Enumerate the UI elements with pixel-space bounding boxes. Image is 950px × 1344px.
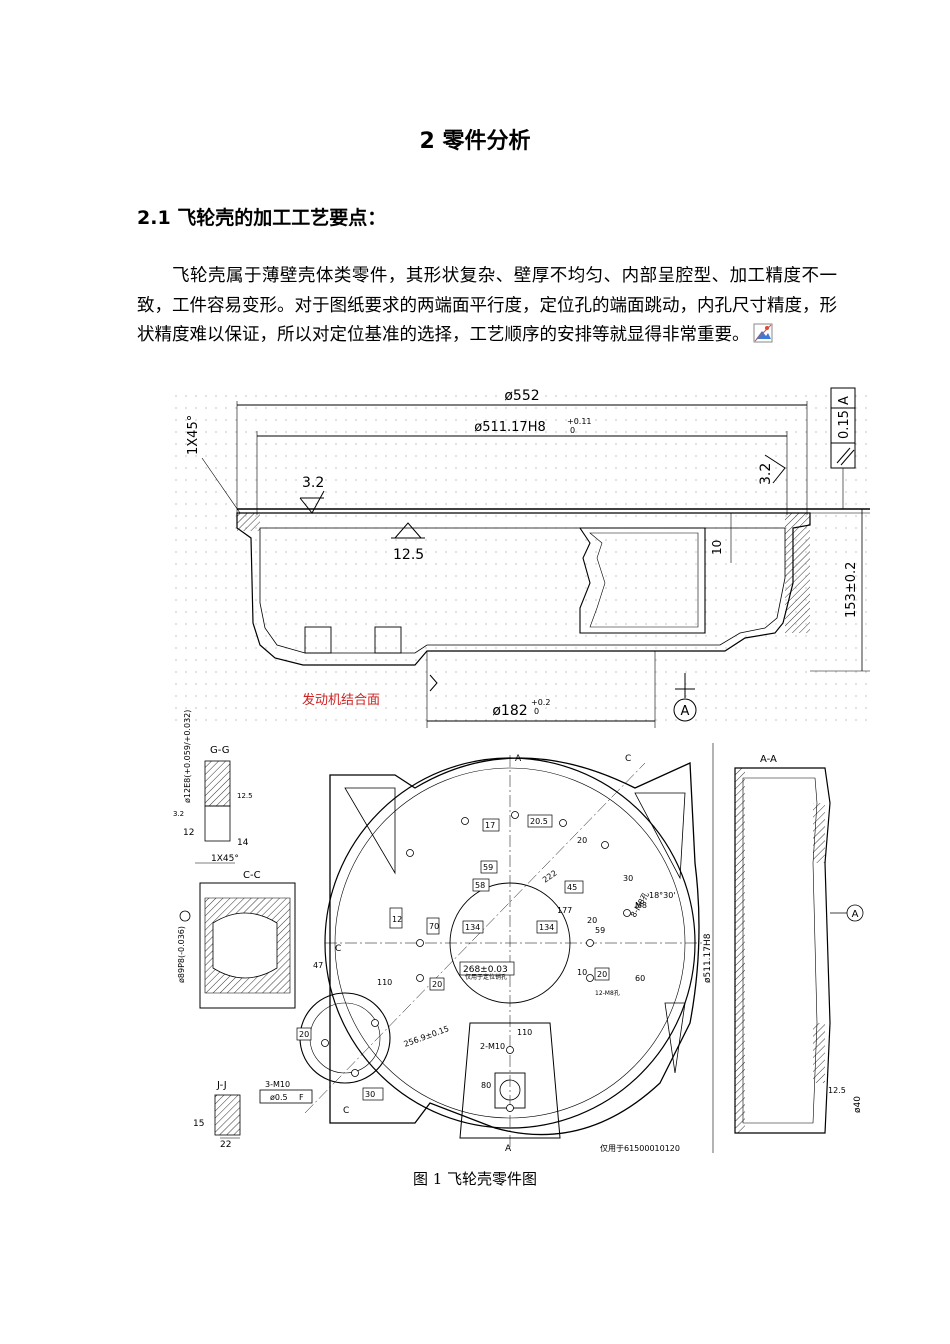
front-dim-13: 20 [587, 916, 597, 925]
front-dim-24: 256.9±0.15 [403, 1024, 451, 1049]
front-dim-5: 222 [541, 869, 559, 885]
dim-hub-tol-upper: +0.2 [531, 698, 550, 707]
parallelism-datum: A [837, 396, 852, 405]
label-c-top: C [625, 754, 631, 764]
front-dim-27: 80 [481, 1081, 491, 1090]
section-gg: G-G ø12E8(+0.059/+0.032) 12.5 3.2 12 14 … [173, 710, 253, 864]
section-aa-title: A-A [760, 754, 777, 765]
section-cc-dim: ø89P8(-0.036) [177, 926, 186, 983]
housing-front-outline [329, 757, 700, 1136]
flywheel-housing-drawing: ø552 ø511.17H8 +0.11 0 1X45° 3.2 3.2 12.… [165, 383, 880, 1154]
front-dim-0: 17 [485, 821, 495, 830]
label-c-bottom: C [343, 1106, 349, 1116]
section-aa-roughness: 12.5 [828, 1086, 846, 1095]
parallelism-frame [830, 387, 856, 469]
front-dim-23: 20 [299, 1030, 309, 1039]
front-dim-22: 47 [313, 961, 323, 970]
roughness-right: 3.2 [758, 463, 774, 485]
front-dim-16: 12 [392, 915, 402, 924]
dim-height: 153±0.2 [844, 562, 859, 618]
note-part: 仅用于61500010120 [600, 1143, 680, 1153]
front-dim-14: 60 [635, 974, 645, 983]
label-c-left: C [335, 944, 341, 954]
front-dim-12: 59 [595, 926, 605, 935]
front-view: A C A C C 17 20.5 20 59 58 222 45 30 18°… [296, 754, 705, 1154]
front-dim-4: 58 [475, 881, 485, 890]
dim-outer-diameter: ø552 [504, 388, 539, 404]
section-gg-title: G-G [210, 745, 229, 756]
section-title: 2.1 飞轮壳的加工工艺要点： [137, 207, 387, 229]
section-gg-dim12: 12 [183, 828, 194, 838]
front-dim-17: 20 [432, 980, 442, 989]
front-dim-19: 268±0.03 [463, 965, 508, 975]
section-gg-dim14: 14 [237, 838, 249, 848]
front-dim-7: 30 [623, 874, 633, 883]
front-dim-2: 20 [577, 836, 587, 845]
front-dim-10: 134 [465, 923, 480, 932]
image-placeholder-icon [753, 323, 772, 343]
note-positioning: 仅用于定位销孔 [465, 973, 507, 981]
section-cc: C-C ø89P8(-0.036) [177, 870, 296, 1009]
section-jj-tol: ø0.5 [270, 1093, 288, 1102]
section-aa-dim40: ø40 [853, 1096, 863, 1113]
front-dim-6: 45 [567, 883, 577, 892]
section-aa-dim-bore: ø511.17H8 [703, 933, 713, 983]
label-a-top: A [515, 754, 522, 764]
dim-depth: 10 [710, 540, 724, 555]
front-dim-1: 20.5 [530, 817, 548, 826]
front-dim-30: 8-M8孔 [629, 890, 651, 919]
dim-hub-tol-lower: 0 [534, 707, 539, 716]
section-aa: A-A ø511.17H8 ø40 12.5 A [703, 743, 864, 1153]
front-dim-29: M8 [635, 901, 647, 910]
chapter-title: 2 零件分析 [419, 129, 531, 154]
datum-a-circle [673, 698, 697, 722]
front-dim-15: 70 [429, 922, 439, 931]
roughness-left: 3.2 [302, 475, 324, 491]
section-jj: J-J 15 22 3-M10 ø0.5 F [193, 1080, 313, 1150]
section-aa-datum: A [852, 909, 859, 920]
dim-bore-tol-upper: +0.11 [567, 417, 592, 426]
chamfer-label: 1X45° [186, 415, 201, 455]
parallelism-value: 0.15 [837, 410, 852, 439]
front-dim-8: 18°30' [649, 891, 676, 900]
section-jj-note: 3-M10 [265, 1080, 290, 1089]
paragraph-text: 飞轮壳属于薄壁壳体类零件，其形状复杂、壁厚不均匀、内部呈腔型、加工精度不一致，工… [137, 266, 837, 345]
inner-pocket [578, 527, 706, 634]
front-dim-11: 134 [539, 923, 554, 932]
front-dim-28: 30 [365, 1090, 375, 1099]
label-a-bottom: A [505, 1144, 512, 1153]
section-cc-title: C-C [243, 870, 261, 881]
front-dim-20: 10 [577, 968, 587, 977]
body-paragraph: 飞轮壳属于薄壁壳体类零件，其形状复杂、壁厚不均匀、内部呈腔型、加工精度不一致，工… [137, 262, 837, 351]
front-dim-3: 59 [483, 863, 493, 872]
dot-grid [175, 388, 870, 728]
engine-face-label: 发动机结合面 [302, 692, 380, 708]
front-dim-26: 2-M10 [480, 1042, 505, 1051]
dim-hub-diameter: ø182 [492, 703, 527, 719]
section-jj-dim15: 15 [193, 1119, 204, 1129]
front-dim-18: 110 [377, 978, 392, 987]
front-dim-9: 177 [557, 906, 572, 915]
section-jj-title: J-J [216, 1080, 227, 1091]
front-dim-21: 20 [597, 970, 607, 979]
datum-a-label: A [681, 704, 690, 719]
section-jj-datum: F [299, 1093, 304, 1102]
roughness-inner: 12.5 [393, 547, 424, 563]
section-gg-dim: ø12E8(+0.059/+0.032) [183, 710, 192, 803]
dim-bore-tol-lower: 0 [570, 426, 575, 435]
front-dim-25: 110 [517, 1028, 532, 1037]
figure-caption: 图 1 飞轮壳零件图 [412, 1170, 538, 1188]
note-holes: 12-M8孔 [595, 989, 620, 997]
section-gg-chamfer: 1X45° [211, 854, 239, 864]
section-gg-roughness: 12.5 [237, 792, 253, 800]
top-view: ø552 ø511.17H8 +0.11 0 1X45° 3.2 3.2 12.… [175, 387, 870, 728]
section-gg-roughness2: 3.2 [173, 810, 184, 818]
dim-bore-diameter: ø511.17H8 [474, 420, 546, 435]
technical-drawing-svg: ø552 ø511.17H8 +0.11 0 1X45° 3.2 3.2 12.… [173, 387, 870, 1154]
section-jj-dim22: 22 [220, 1140, 231, 1150]
